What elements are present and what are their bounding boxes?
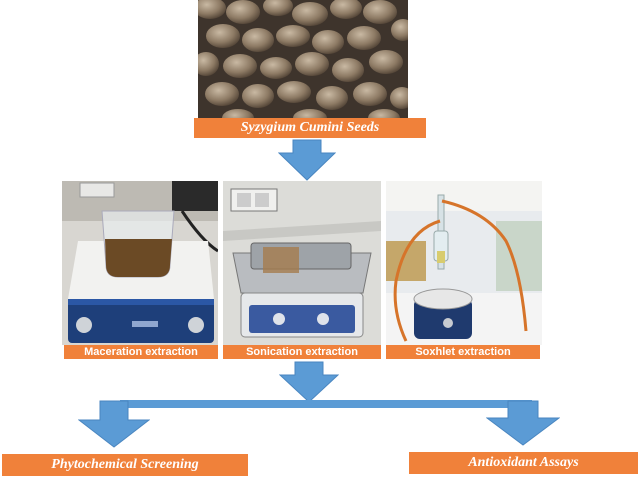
arrow-down-to-methods [278, 139, 336, 181]
seeds-photo [198, 0, 408, 118]
sonication-photo [223, 181, 381, 345]
method-label-soxhlet: Soxhlet extraction [386, 345, 540, 359]
source-label: Syzygium Cumini Seeds [194, 118, 426, 138]
outcome-label-phytochemical: Phytochemical Screening [2, 454, 248, 476]
maceration-photo [62, 181, 218, 345]
arrow-down-from-methods [279, 361, 339, 403]
soxhlet-photo [386, 181, 542, 345]
outcome-label-antioxidant: Antioxidant Assays [409, 452, 638, 474]
branch-connector [120, 400, 532, 408]
method-label-maceration: Maceration extraction [64, 345, 218, 359]
method-label-sonication: Sonication extraction [223, 345, 381, 359]
arrow-down-left-branch [78, 400, 150, 448]
arrow-down-right-branch [486, 400, 560, 446]
